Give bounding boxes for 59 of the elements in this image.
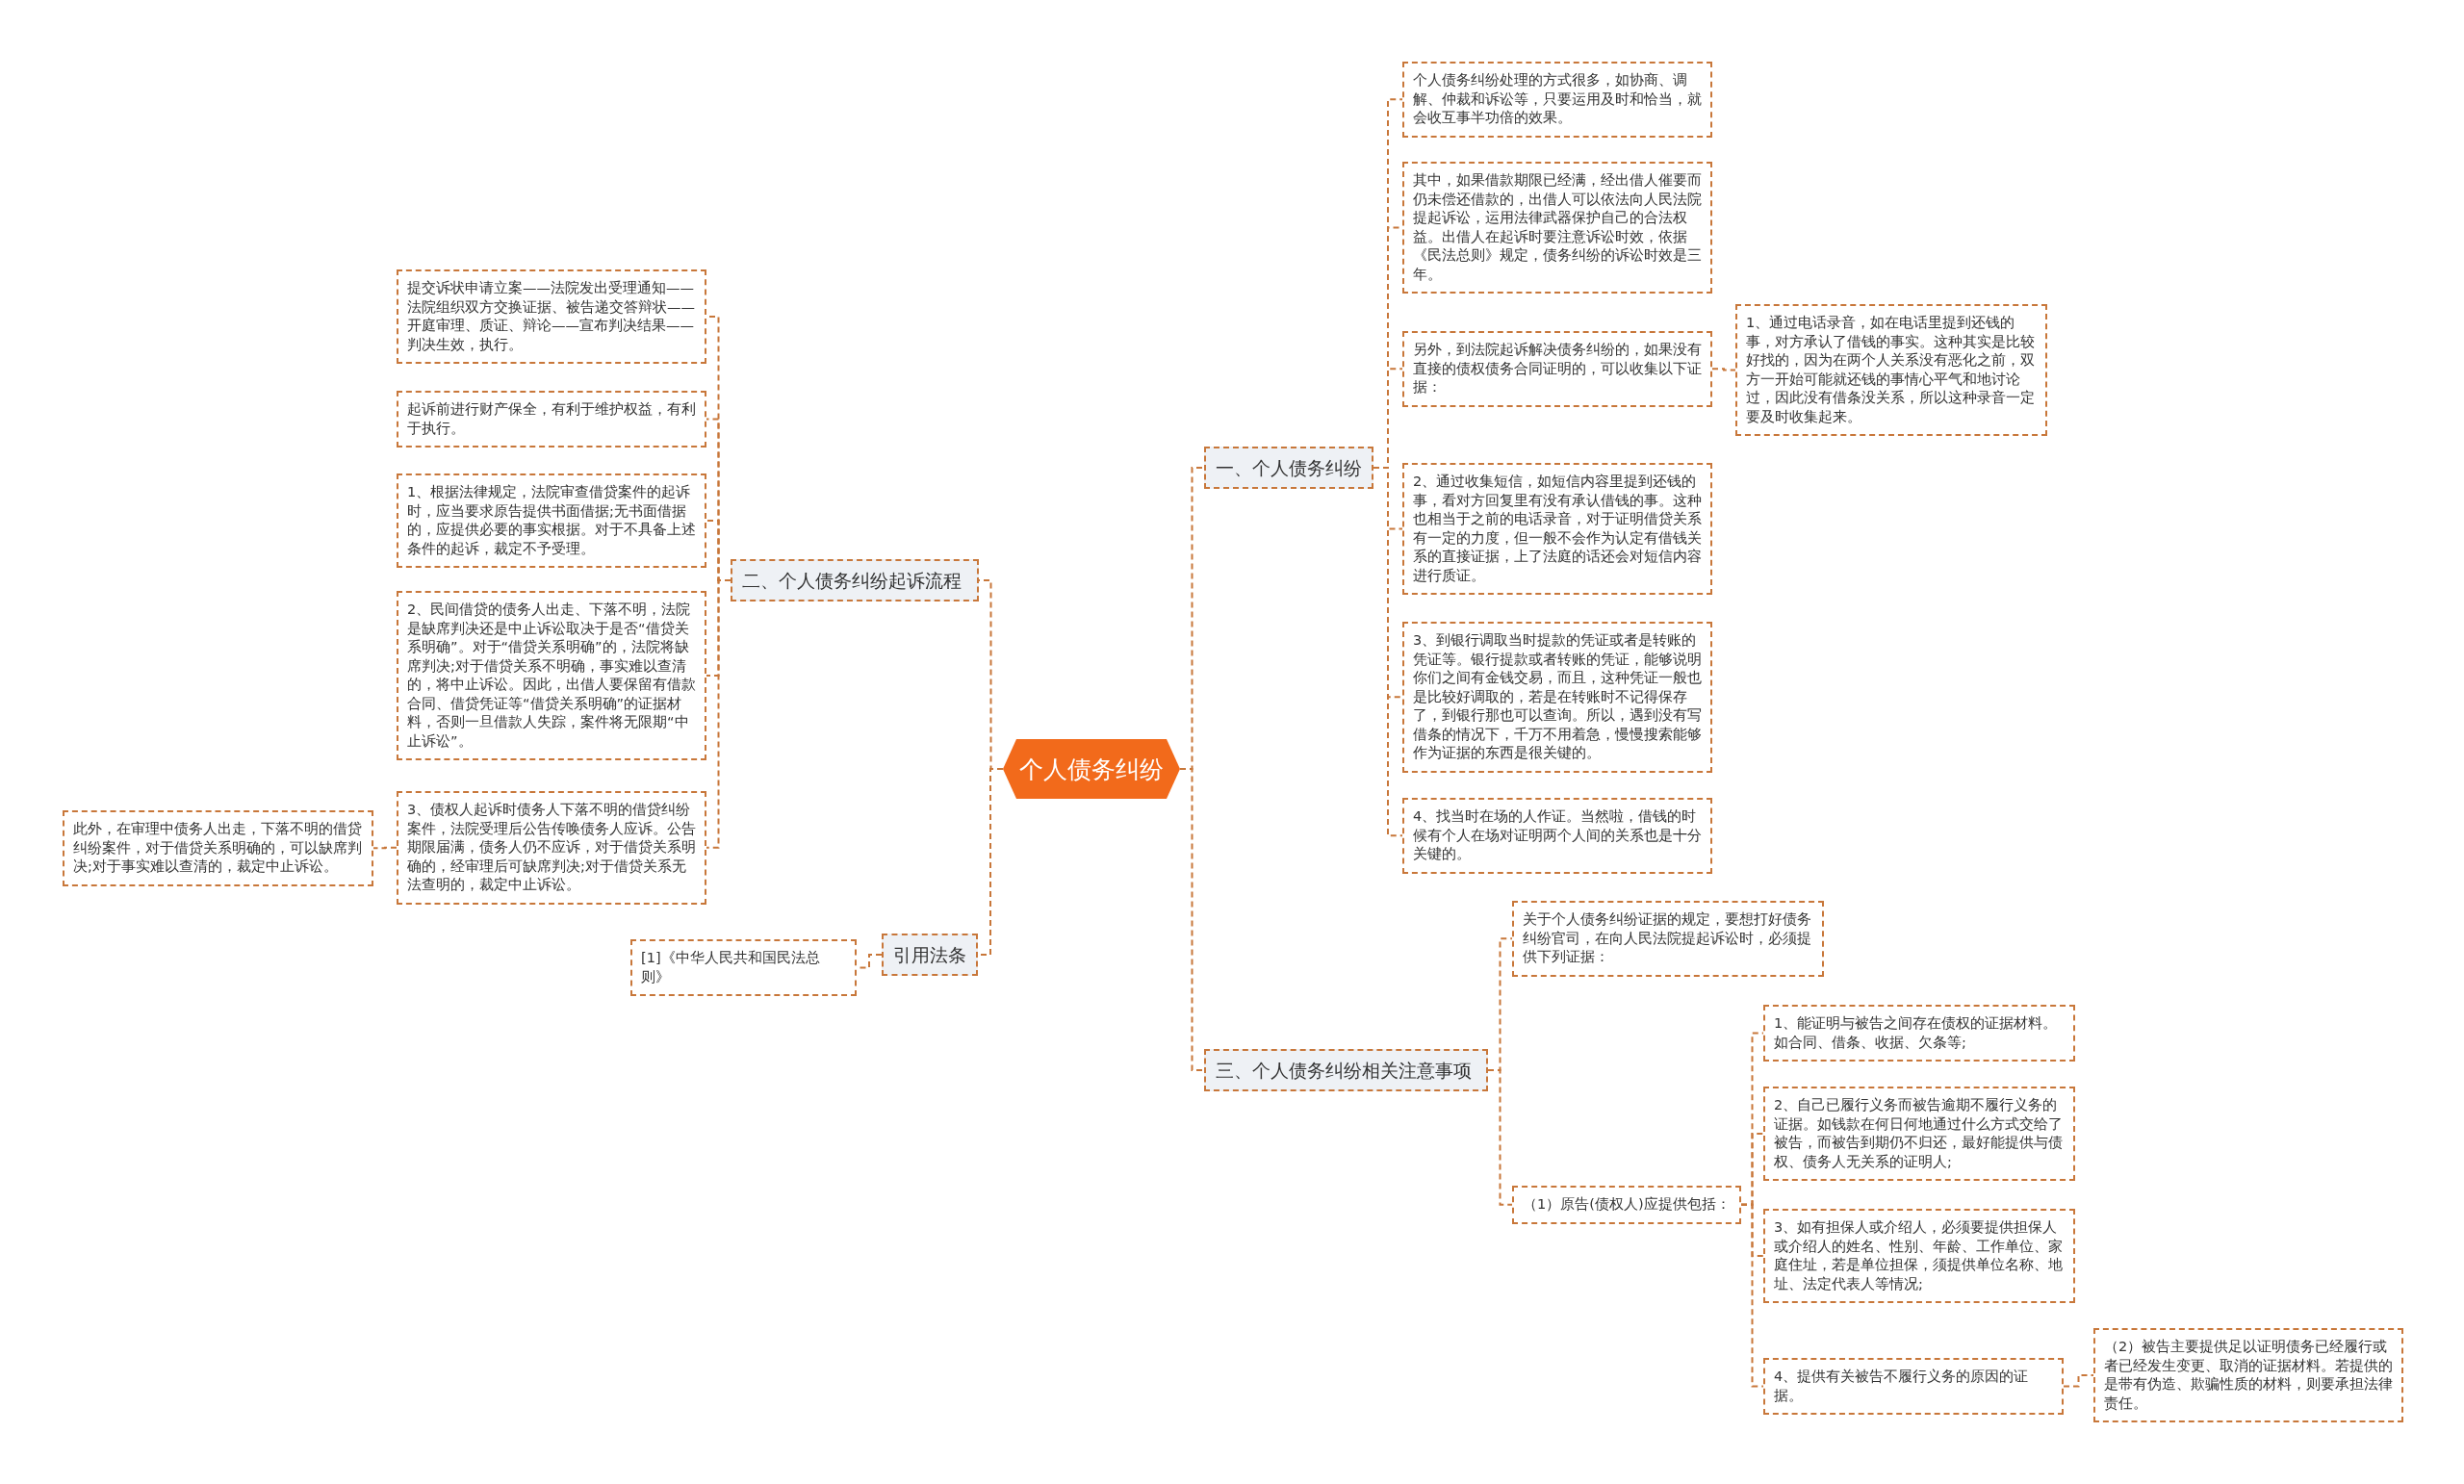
note-box (397, 791, 706, 905)
note-box (1763, 1358, 2064, 1415)
note-text: 另外，到法院起诉解决债务纠纷的，如果没有直接的债权债务合同证明的，可以收集以下证据： (1413, 342, 1702, 395)
note-box (1735, 304, 2047, 436)
note-text: 个人债务纠纷处理的方式很多，如协商、调解、仲裁和诉讼等，只要运用及时和恰当，就会收互事半功倍的效果。 (1413, 72, 1702, 125)
note-text: 2、自己已履行义务而被告逾期不履行义务的证据。如钱款在何日何地通过什么方式交给了被告，而被告到期仍不归还，最好能提供与债权、债务人无关系的证明人; (1774, 1097, 2063, 1169)
note-text: 4、提供有关被告不履行义务的原因的证据。 (1774, 1369, 2029, 1403)
note-box (1763, 1087, 2075, 1181)
central-topic (1003, 739, 1180, 799)
note-text: 2、民间借贷的债务人出走、下落不明，法院是缺席判决还是中止诉讼取决于是否“借贷关系明确”。对于“借贷关系明确”的，法院将缺席判决;对于借贷关系不明确，事实难以查清的，将中止诉讼。因此，出借人要保留有借款合同、借贷凭证等“借贷关系明确”的证据材料，否则一旦借款人失踪，案件将无限期“中止诉讼”。 (407, 601, 696, 749)
connector-line (706, 579, 732, 849)
note-text: 3、债权人起诉时债务人下落不明的借贷纠纷案件，法院受理后公告传唤债务人应诉。公告期限届满，债务人仍不应诉，对于借贷关系明确的，经审理后可缺席判决;对于借贷关系无法查明的，裁定中止诉讼。 (407, 802, 696, 892)
connector-line (372, 846, 398, 850)
note-box (1402, 331, 1712, 407)
note-text: 3、如有担保人或介绍人，必须要提供担保人或介绍人的姓名、性别、年龄、工作单位、家庭住址，若是单位担保，须提供单位名称、地址、法定代表人等情况; (1774, 1219, 2063, 1292)
connector-line (2063, 1374, 2094, 1388)
note-text: 3、到银行调取当时提款的凭证或者是转账的凭证等。银行提款或者转账的凭证，能够说明你们之间有金钱交易，而且，这种凭证一般也是比较好调取的，若是在转账时不记得保存了，到银行那也可以查询。所以，遇到没有写借条的情况下，千万不用着急，慢慢搜索能够作为证据的东西是很关键的。 (1413, 632, 1702, 760)
note-box (1402, 162, 1712, 294)
note-text: 1、通过电话录音，如在电话里提到还钱的事，对方承认了借钱的事实。这种其实是比较好找的，因为在两个人关系没有恶化之前，双方一开始可能就还钱的事情心平气和地讨论过，因此没有借条没关系，所以这种录音一定要及时收集起来。 (1746, 315, 2035, 424)
note-box (1763, 1209, 2075, 1303)
note-box (1402, 62, 1712, 138)
connector-line (1740, 1203, 1764, 1388)
note-box (1402, 622, 1712, 773)
branch-topic-box (882, 934, 978, 976)
note-box (630, 939, 857, 996)
note-text: 提交诉状申请立案——法院发出受理通知——法院组织双方交换证据、被告递交答辩状——开庭审理、质证、辩论——宣布判决结果——判决生效，执行。 (407, 280, 695, 352)
branch-topic-box (1204, 447, 1373, 489)
branch-topic-box (1204, 1049, 1488, 1091)
branch-topic-box (731, 559, 979, 601)
note-box (1402, 798, 1712, 874)
connector-line (1711, 368, 1736, 371)
note-text: 此外，在审理中债务人出走，下落不明的借贷纠纷案件，对于借贷关系明确的，可以缺席判决;对于事实难以查清的，裁定中止诉讼。 (73, 821, 362, 874)
note-text: [1]《中华人民共和国民法总则》 (641, 950, 820, 985)
note-text: （1）原告(债权人)应提供包括： (1523, 1196, 1731, 1212)
note-text: 2、通过收集短信，如短信内容里提到还钱的事，看对方回复里有没有承认借钱的事。这种也相当于之前的电话录音，对于证明借贷关系有一定的力度，但一般不会作为认定有借钱关系的直接证据，上了法庭的话还会对短信内容进行质证。 (1413, 473, 1702, 583)
note-text: 4、找当时在场的人作证。当然啦，借钱的时候有个人在场对证明两个人间的关系也是十分关键的。 (1413, 808, 1702, 861)
note-text: （2）被告主要提供足以证明债务已经履行或者已经发生变更、取消的证据材料。若提供的是带有伪造、欺骗性质的材料，则要承担法律责任。 (2104, 1339, 2393, 1411)
note-box (1402, 463, 1712, 595)
note-box (397, 269, 706, 364)
note-box (1512, 1186, 1741, 1224)
branch-topic-text: 二、个人债务纠纷起诉流程 (742, 570, 962, 591)
note-text: 1、能证明与被告之间存在债权的证据材料。如合同、借条、收据、欠条等; (1774, 1015, 2058, 1050)
connector-line (1487, 1069, 1513, 1206)
note-box (1512, 901, 1824, 977)
connector-line (1179, 768, 1205, 1071)
note-box (2093, 1328, 2403, 1422)
branch-topic-text: 一、个人债务纠纷 (1216, 457, 1362, 478)
note-box (397, 473, 706, 568)
note-box (397, 391, 706, 448)
note-box (63, 810, 373, 886)
branch-topic-text: 三、个人债务纠纷相关注意事项 (1216, 1060, 1472, 1081)
note-text: 其中，如果借款期限已经满，经出借人催要而仍未偿还借款的，出借人可以依法向人民法院提起诉讼，运用法律武器保护自己的合法权益。出借人在起诉时要注意诉讼时效，依据《民法总则》规定，债务纠纷的诉讼时效是三年。 (1413, 172, 1702, 282)
note-text: 起诉前进行财产保全，有利于维护权益，有利于执行。 (407, 401, 696, 436)
note-box (1763, 1005, 2075, 1062)
note-text: 关于个人债务纠纷证据的规定，要想打好债务纠纷官司，在向人民法院提起诉讼时，必须提供下列证据： (1523, 911, 1811, 964)
note-text: 1、根据法律规定，法院审查借贷案件的起诉时，应当要求原告提供书面借据;无书面借据的，应提供必要的事实根据。对于不具备上述条件的起诉，裁定不予受理。 (407, 484, 696, 556)
note-box (397, 591, 706, 760)
branch-topic-text: 引用法条 (893, 944, 966, 965)
central-topic-text: 个人债务纠纷 (1019, 754, 1164, 785)
